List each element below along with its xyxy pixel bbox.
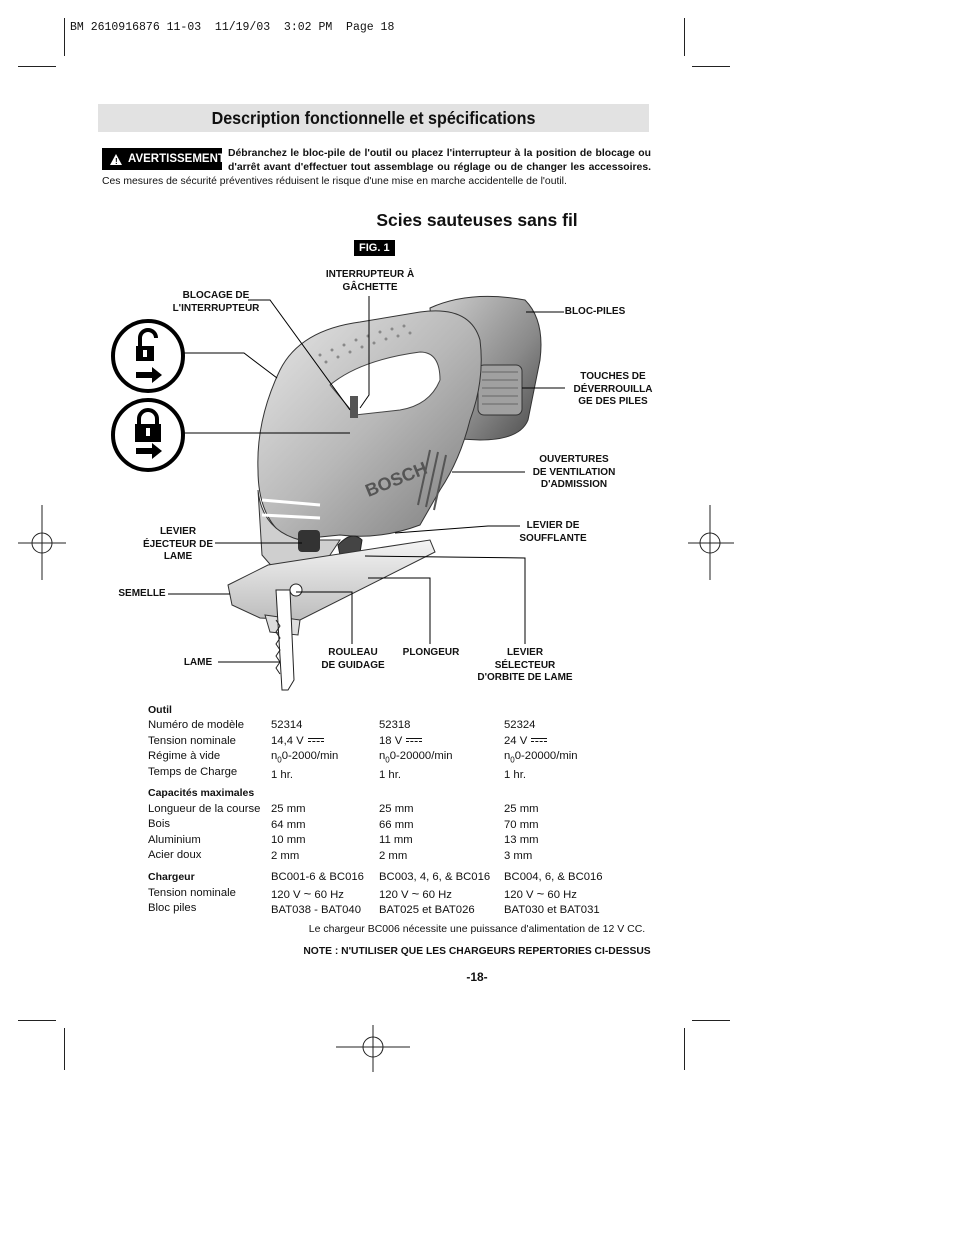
spec-charger-col-1: BC001-6 & BC016 120 V ~ 60 Hz BAT038 - B… xyxy=(271,871,364,917)
warning-label: AVERTISSEMENT xyxy=(128,153,225,165)
spec-charger-col-3: BC004, 6, & BC016 120 V ~ 60 Hz BAT030 e… xyxy=(504,871,603,917)
figure-label: FIG. 1 xyxy=(354,240,395,256)
dc-symbol-icon xyxy=(406,737,423,744)
spec-capacities-col-2: 25 mm 66 mm 11 mm 2 mm xyxy=(379,803,414,862)
callout-plunger: PLONGEUR xyxy=(402,647,460,658)
charger-note: Le chargeur BC006 nécessite une puissanc… xyxy=(308,923,646,935)
callout-shoe: SEMELLE xyxy=(118,588,166,599)
warning-bold-text: Débranchez le bloc-pile de l'outil ou pl… xyxy=(228,148,651,173)
spec-capacities-col-3: 25 mm 70 mm 13 mm 3 mm xyxy=(504,803,539,862)
page-title: Description fonctionnelle et spécificati… xyxy=(211,108,536,128)
ac-symbol-icon: ~ xyxy=(536,885,545,901)
spec-charger-labels: Chargeur Tension nominale Bloc piles xyxy=(148,871,236,915)
warning-paragraph: Débranchez le bloc-pile de l'outil ou pl… xyxy=(102,147,651,189)
unlock-icon xyxy=(111,319,185,393)
warning-badge: ! AVERTISSEMENT xyxy=(102,148,225,170)
spec-tool-col-1: 52314 14,4 V n00-2000/min 1 hr. xyxy=(271,719,339,782)
ac-symbol-icon: ~ xyxy=(411,885,420,901)
spec-heading-charger: Chargeur xyxy=(148,871,195,883)
warning-text: Ces mesures de sécurité préventives rédu… xyxy=(102,176,567,187)
spec-tool-labels: Numéro de modèle Tension nominale Régime… xyxy=(148,719,245,778)
ac-symbol-icon: ~ xyxy=(303,885,312,901)
spec-capacities-labels: Capacités maximales Longueur de la cours… xyxy=(148,787,261,862)
section-header: Description fonctionnelle et spécificati… xyxy=(98,104,649,132)
spec-capacities-col-1: 25 mm 64 mm 10 mm 2 mm xyxy=(271,803,306,862)
spec-charger-col-2: BC003, 4, 6, & BC016 120 V ~ 60 Hz BAT02… xyxy=(379,871,491,917)
dc-symbol-icon xyxy=(307,737,324,744)
warning-icon: ! xyxy=(110,153,122,166)
spec-heading-capacities: Capacités maximales xyxy=(148,787,255,799)
spec-tool-col-2: 52318 18 V n00-20000/min 1 hr. xyxy=(379,719,453,782)
section-subtitle: Scies sauteuses sans fil xyxy=(376,210,578,230)
callout-battery: BLOC-PILES xyxy=(564,306,626,317)
print-slug: BM 2610916876 11-03 11/19/03 3:02 PM Pag… xyxy=(70,21,395,34)
spec-tool-col-3: 52324 24 V n00-20000/min 1 hr. xyxy=(504,719,578,782)
callout-blade: LAME xyxy=(183,657,213,668)
charger-warning-note: NOTE : N'UTILISER QUE LES CHARGEURS REPE… xyxy=(303,946,651,957)
page-number: -18- xyxy=(466,970,488,984)
spec-table: Outil xyxy=(148,703,608,719)
spec-heading-tool: Outil xyxy=(148,704,172,716)
lock-icon xyxy=(111,398,185,472)
dc-symbol-icon xyxy=(531,737,548,744)
